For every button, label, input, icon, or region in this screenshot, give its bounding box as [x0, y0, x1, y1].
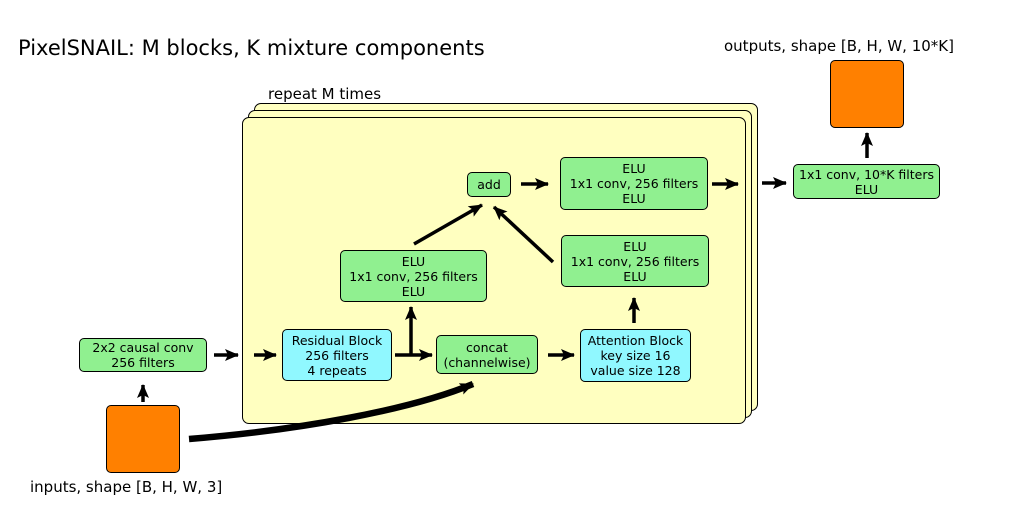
diagram-title: PixelSNAIL: M blocks, K mixture componen… [18, 36, 485, 60]
repeat-label: repeat M times [268, 85, 382, 103]
input-tensor [106, 405, 180, 473]
concat-node: concat(channelwise) [436, 335, 538, 374]
output-tensor [830, 60, 904, 128]
outputs-label: outputs, shape [B, H, W, 10*K] [724, 37, 954, 55]
add-node: add [467, 172, 511, 197]
inputs-label: inputs, shape [B, H, W, 3] [30, 478, 223, 496]
